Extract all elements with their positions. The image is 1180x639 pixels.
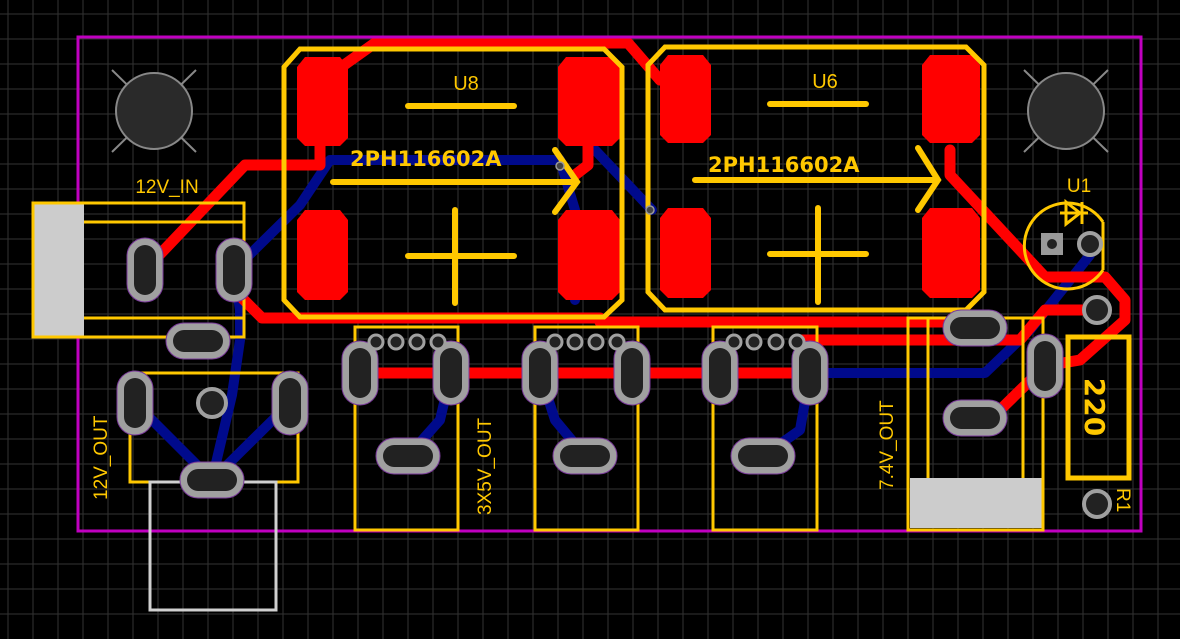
- connector-5v-out-3[interactable]: [711, 325, 819, 532]
- via: [555, 161, 565, 171]
- label-3x5v-out: 3X5V_OUT: [475, 417, 496, 515]
- component-u6[interactable]: U6 2PH116602A: [645, 44, 987, 313]
- connector-body: [33, 203, 84, 337]
- usb-pin-pad: [408, 333, 426, 351]
- top-trace: [794, 304, 1103, 346]
- pad-hole: [621, 348, 643, 398]
- round-pad: [196, 387, 228, 419]
- usb-pin-pad: [725, 333, 743, 351]
- pad-hole: [799, 348, 821, 398]
- pad-hole: [134, 245, 156, 295]
- label-12v-in: 12V_IN: [135, 177, 198, 198]
- round-pad: [1082, 295, 1112, 325]
- mounting-hole-right: [1023, 69, 1109, 153]
- pad-hole: [173, 330, 223, 352]
- designator-u1: U1: [1067, 176, 1091, 197]
- arrow-icon: [330, 147, 581, 215]
- pad-hole: [529, 348, 551, 398]
- connector-12v-in[interactable]: 12V_IN: [31, 177, 246, 339]
- designator-r1: R1: [1112, 488, 1133, 512]
- pad-hole: [738, 445, 788, 467]
- usb-pin-pad: [387, 333, 405, 351]
- usb-pin-pad: [367, 333, 385, 351]
- mounting-hole-left: [111, 69, 197, 153]
- top-trace: [324, 37, 666, 86]
- pad-hole: [560, 445, 610, 467]
- usb-pin-pad: [608, 333, 626, 351]
- r1-value: 220: [1078, 378, 1111, 436]
- top-trace: [228, 264, 606, 324]
- pad-hole: [187, 469, 237, 491]
- bottom-trace: [805, 250, 1095, 378]
- pad-hole: [1034, 341, 1056, 391]
- component-r1[interactable]: 220 R1: [1065, 334, 1133, 512]
- pad-hole: [440, 348, 462, 398]
- pad-hole: [950, 407, 1000, 429]
- usb-pin-pad: [429, 333, 447, 351]
- pad-hole: [950, 317, 1000, 339]
- label-12v-out: 12V_OUT: [91, 415, 112, 500]
- pad-hole: [279, 378, 301, 428]
- plus-icon: [405, 207, 517, 306]
- pad-hole: [349, 348, 371, 398]
- component-u1[interactable]: U1: [1022, 176, 1105, 291]
- usb-pin-pad: [788, 333, 806, 351]
- u8-outline: [281, 46, 625, 320]
- usb-pin-pad: [745, 333, 763, 351]
- plus-icon: [767, 205, 869, 305]
- usb-pin-pad: [767, 333, 785, 351]
- pad-hole: [124, 378, 146, 428]
- smd-pads: [297, 57, 620, 300]
- designator-u6: U6: [812, 71, 838, 93]
- connector-5v-out-1[interactable]: [353, 325, 460, 532]
- usb-pin-pad: [587, 333, 605, 351]
- component-u8[interactable]: U8 2PH116602A: [281, 46, 625, 320]
- usb-pin-pad: [566, 333, 584, 351]
- usb-pin-pad: [546, 333, 564, 351]
- smd-pads: [660, 55, 980, 298]
- pad-hole: [223, 245, 245, 295]
- round-pad: [1077, 231, 1103, 257]
- designator-u8: U8: [453, 73, 479, 95]
- round-pad: [1082, 489, 1112, 519]
- label-7v4-out: 7.4V_OUT: [877, 400, 898, 490]
- top-trace: [944, 144, 1131, 372]
- pad-hole: [383, 445, 433, 467]
- pad-hole: [709, 348, 731, 398]
- connector-5v-out-2[interactable]: [533, 325, 640, 532]
- arrow-icon: [692, 145, 942, 213]
- part-number-u6: 2PH116602A: [708, 153, 860, 177]
- via: [645, 205, 655, 215]
- part-number-u8: 2PH116602A: [350, 147, 502, 171]
- diode-icon: [1060, 198, 1088, 228]
- through-hole-pads: [116, 231, 1112, 519]
